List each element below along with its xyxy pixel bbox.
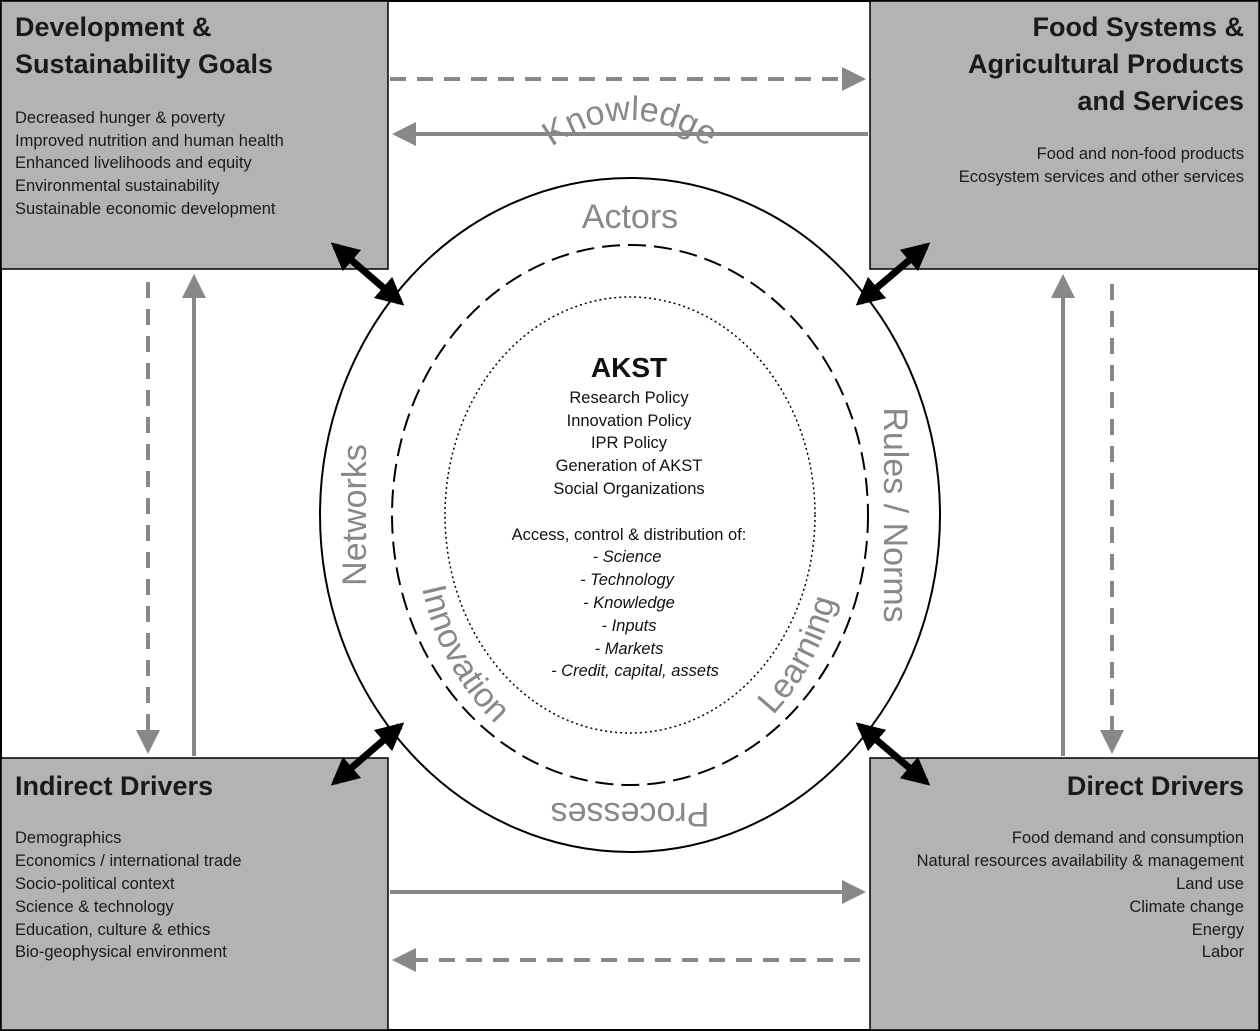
akst-access-item: - Markets	[595, 640, 664, 658]
box-item: Natural resources availability & managem…	[917, 852, 1245, 870]
box-food-systems	[869, 0, 1260, 270]
akst-policy-item: Generation of AKST	[556, 457, 703, 475]
box-item: Bio-geophysical environment	[15, 943, 227, 961]
box-development-goals	[0, 0, 389, 270]
box-item: Economics / international trade	[15, 852, 242, 870]
box-item: Education, culture & ethics	[15, 921, 210, 939]
akst-policy-item: Research Policy	[569, 389, 689, 407]
box-title-line: Direct Drivers	[1067, 771, 1244, 801]
box-title-line: Sustainability Goals	[15, 49, 273, 79]
box-item: Decreased hunger & poverty	[15, 109, 226, 127]
double-arrow-bottom-left	[330, 722, 405, 786]
box-indirect-drivers	[0, 757, 389, 1031]
box-direct-drivers	[869, 757, 1260, 1031]
akst-title: AKST	[591, 352, 667, 383]
akst-policy-item: Innovation Policy	[567, 412, 692, 430]
box-title-line: Indirect Drivers	[15, 771, 213, 801]
double-arrow-bottom-right	[855, 722, 931, 786]
ring-label-rules-norms: Rules / Norms	[876, 407, 914, 622]
box-title-line: and Services	[1077, 86, 1244, 116]
box-item: Enhanced livelihoods and equity	[15, 154, 252, 172]
box-item: Climate change	[1129, 898, 1244, 916]
box-title-line: Development &	[15, 12, 212, 42]
box-item: Socio-political context	[15, 875, 175, 893]
inner-ring	[444, 296, 816, 734]
box-item: Labor	[1202, 943, 1245, 961]
ring-label-processes: Processes	[551, 795, 710, 833]
box-item: Food and non-food products	[1037, 145, 1244, 163]
middle-ring	[391, 244, 869, 786]
box-title-line: Agricultural Products	[968, 49, 1244, 79]
akst-policy-item: Social Organizations	[553, 480, 704, 498]
double-arrow-top-left	[330, 242, 405, 306]
box-item: Energy	[1192, 921, 1245, 939]
box-item: Land use	[1176, 875, 1244, 893]
akst-policy-item: IPR Policy	[591, 434, 668, 452]
ring-label-actors: Actors	[582, 198, 678, 236]
akst-access-item: - Technology	[580, 571, 676, 589]
box-item: Science & technology	[15, 898, 174, 916]
box-item: Ecosystem services and other services	[959, 168, 1244, 186]
double-arrow-top-right	[855, 242, 931, 306]
box-item: Environmental sustainability	[15, 177, 220, 195]
akst-access-item: - Inputs	[601, 617, 656, 635]
outer-ring	[319, 177, 941, 853]
box-item: Improved nutrition and human health	[15, 132, 284, 150]
box-title-line: Food Systems &	[1032, 12, 1244, 42]
box-item: Demographics	[15, 829, 121, 847]
box-item: Food demand and consumption	[1012, 829, 1244, 847]
ring-label-networks: Networks	[336, 444, 374, 586]
akst-access-item: - Science	[593, 548, 662, 566]
akst-access-item: - Knowledge	[583, 594, 675, 612]
box-item: Sustainable economic development	[15, 200, 276, 218]
akst-access-item: - Credit, capital, assets	[551, 662, 719, 680]
akst-access-heading: Access, control & distribution of:	[512, 526, 747, 544]
